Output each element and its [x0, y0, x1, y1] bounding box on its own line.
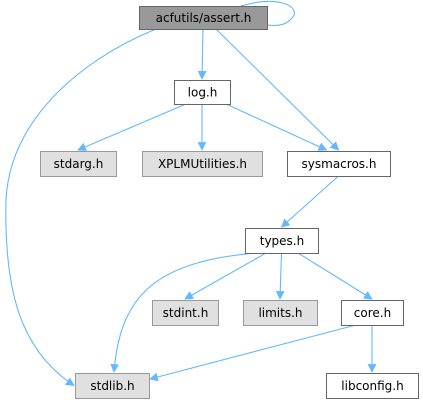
edge-types-to-limits: [275, 252, 285, 300]
edge-assert-to-stdlib: [5, 28, 157, 386]
node-label: libconfig.h: [341, 379, 403, 393]
edge-types-to-stdlib: [110, 252, 257, 373]
node-label: core.h: [354, 306, 391, 320]
node-label: stdlib.h: [90, 379, 134, 393]
node-box: [139, 6, 268, 30]
edges: [5, 0, 377, 386]
node-box: [287, 151, 391, 177]
node-types[interactable]: types.h: [245, 228, 319, 254]
node-label: XPLMUtilities.h: [158, 157, 247, 171]
node-stdlib: stdlib.h: [75, 373, 150, 399]
edge-log-to-stdarg: [77, 103, 187, 151]
node-label: sysmacros.h: [302, 157, 377, 171]
node-label: log.h: [188, 86, 218, 100]
node-box: [243, 300, 318, 326]
node-box: [75, 373, 150, 399]
node-box: [152, 300, 219, 326]
edge-sysmacros-to-types: [280, 175, 339, 228]
node-limits: limits.h: [243, 300, 318, 326]
node-sysmacros[interactable]: sysmacros.h: [287, 151, 391, 177]
nodes: acfutils/assert.h log.h stdarg.h XPLMUtilit…: [40, 6, 419, 399]
node-log[interactable]: log.h: [174, 80, 231, 105]
edge-assert-to-log: [197, 28, 207, 80]
edge-core-to-stdlib: [149, 324, 357, 382]
edge-assert-to-sysmacros: [215, 28, 340, 151]
node-label: types.h: [260, 234, 304, 248]
node-box: [40, 151, 117, 177]
node-core[interactable]: core.h: [341, 300, 404, 326]
node-label: acfutils/assert.h: [156, 11, 252, 25]
node-stdint: stdint.h: [152, 300, 219, 326]
edge-types-to-core: [297, 252, 373, 300]
node-box: [142, 151, 263, 177]
edge-types-to-stdint: [184, 252, 267, 300]
node-assert: acfutils/assert.h: [139, 6, 268, 30]
node-box: [174, 80, 231, 105]
node-label: stdarg.h: [54, 157, 104, 171]
node-xplm: XPLMUtilities.h: [142, 151, 263, 177]
node-label: stdint.h: [163, 306, 209, 320]
edge-log-to-sysmacros: [225, 103, 328, 151]
node-box: [326, 373, 419, 399]
node-box: [341, 300, 404, 326]
node-libconfig[interactable]: libconfig.h: [326, 373, 419, 399]
node-stdarg: stdarg.h: [40, 151, 117, 177]
node-box: [245, 228, 319, 254]
node-label: limits.h: [258, 306, 302, 320]
